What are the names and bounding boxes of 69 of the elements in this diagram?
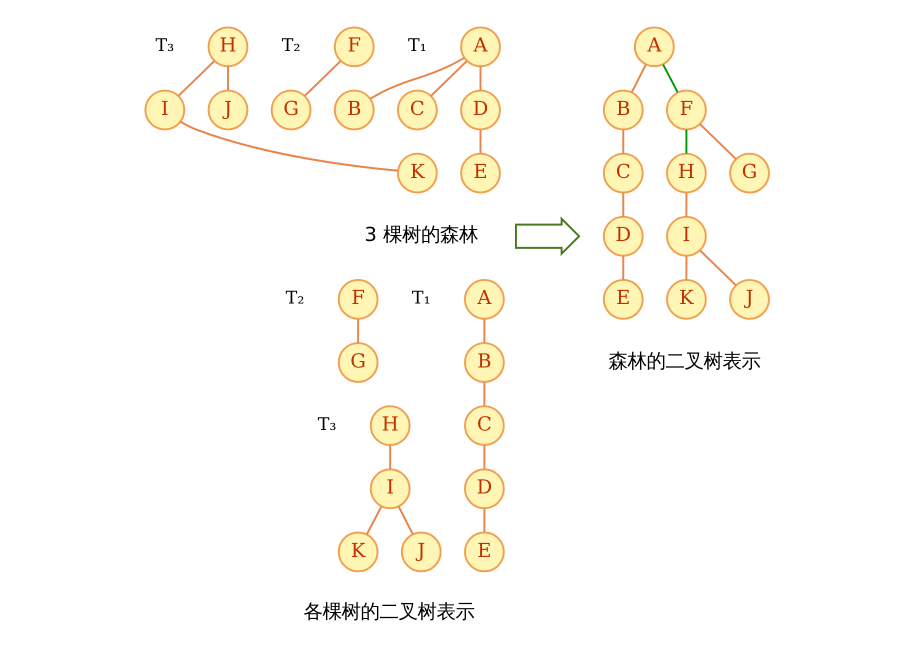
node-circle: A: [634, 26, 675, 68]
connector: [180, 120, 398, 172]
node-circle: E: [602, 278, 644, 320]
label: T₃: [318, 414, 336, 435]
label: T₂: [282, 36, 300, 56]
label: 森林的二叉树表示: [608, 349, 760, 372]
connector: [622, 130, 624, 154]
node-circle: H: [208, 26, 248, 68]
connector: [685, 192, 688, 217]
node-circle: A: [460, 26, 501, 68]
connector: [370, 57, 465, 100]
connector: [483, 445, 486, 470]
node-circle: B: [334, 90, 375, 130]
node-circle: K: [666, 278, 707, 320]
node-circle: J: [208, 90, 248, 130]
connector: [398, 506, 414, 535]
node-circle: D: [602, 216, 644, 257]
connector: [483, 508, 486, 532]
connector: [483, 319, 486, 343]
node-circle: I: [370, 468, 411, 510]
connector: [480, 130, 482, 154]
label: T₂: [286, 288, 304, 309]
connector: [304, 60, 342, 96]
node-circle: E: [460, 152, 501, 194]
node-circle: B: [602, 90, 644, 130]
node-circle: J: [400, 532, 442, 572]
connector: [366, 506, 382, 535]
node-circle: H: [370, 405, 411, 446]
connector: [480, 66, 482, 90]
label: T₁: [412, 288, 431, 309]
node-circle: C: [396, 90, 438, 130]
connector: [430, 60, 468, 96]
node-circle: C: [602, 152, 644, 194]
node-circle: D: [464, 468, 505, 510]
node-circle: E: [464, 532, 505, 572]
node-circle: F: [334, 26, 375, 68]
node-circle: I: [666, 216, 707, 257]
connector: [685, 130, 688, 154]
connector: [389, 445, 392, 470]
node-circle: G: [729, 152, 770, 194]
connector: [357, 319, 360, 343]
label: T₃: [156, 36, 174, 56]
connector: [685, 256, 688, 280]
node-circle: F: [338, 278, 379, 320]
node-circle: H: [666, 152, 707, 194]
connector: [662, 64, 679, 93]
node-arrow: [514, 216, 580, 256]
node-circle: B: [464, 342, 505, 383]
connector: [699, 250, 737, 286]
label: T₁: [408, 36, 427, 56]
label: 各棵树的二叉树表示: [304, 600, 475, 623]
connector: [622, 192, 624, 217]
node-circle: C: [464, 405, 505, 446]
node-circle: A: [464, 278, 505, 320]
node-circle: I: [144, 90, 186, 130]
node-circle: K: [338, 532, 379, 572]
connector: [483, 382, 486, 406]
connector: [178, 60, 215, 96]
connector: [630, 64, 647, 93]
label: 3 棵树的森林: [364, 223, 478, 246]
node-circle: D: [460, 90, 501, 130]
node-circle: F: [666, 90, 707, 130]
connector: [699, 124, 737, 160]
node-circle: K: [396, 152, 438, 194]
connector: [622, 256, 624, 280]
connector: [227, 66, 229, 90]
node-circle: G: [270, 90, 312, 130]
node-circle: G: [338, 342, 379, 383]
node-circle: J: [729, 278, 770, 320]
